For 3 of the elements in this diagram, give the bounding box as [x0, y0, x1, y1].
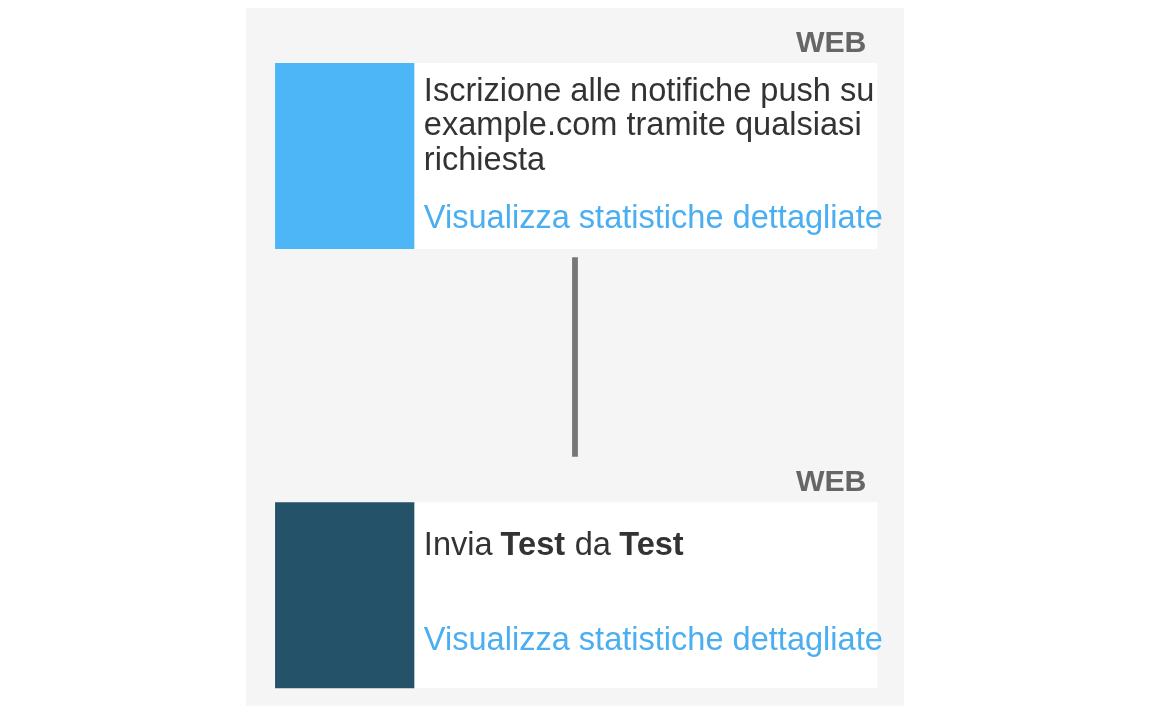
node-label: WEB — [795, 24, 867, 58]
connector — [572, 257, 578, 457]
node-label: WEB — [795, 464, 867, 498]
